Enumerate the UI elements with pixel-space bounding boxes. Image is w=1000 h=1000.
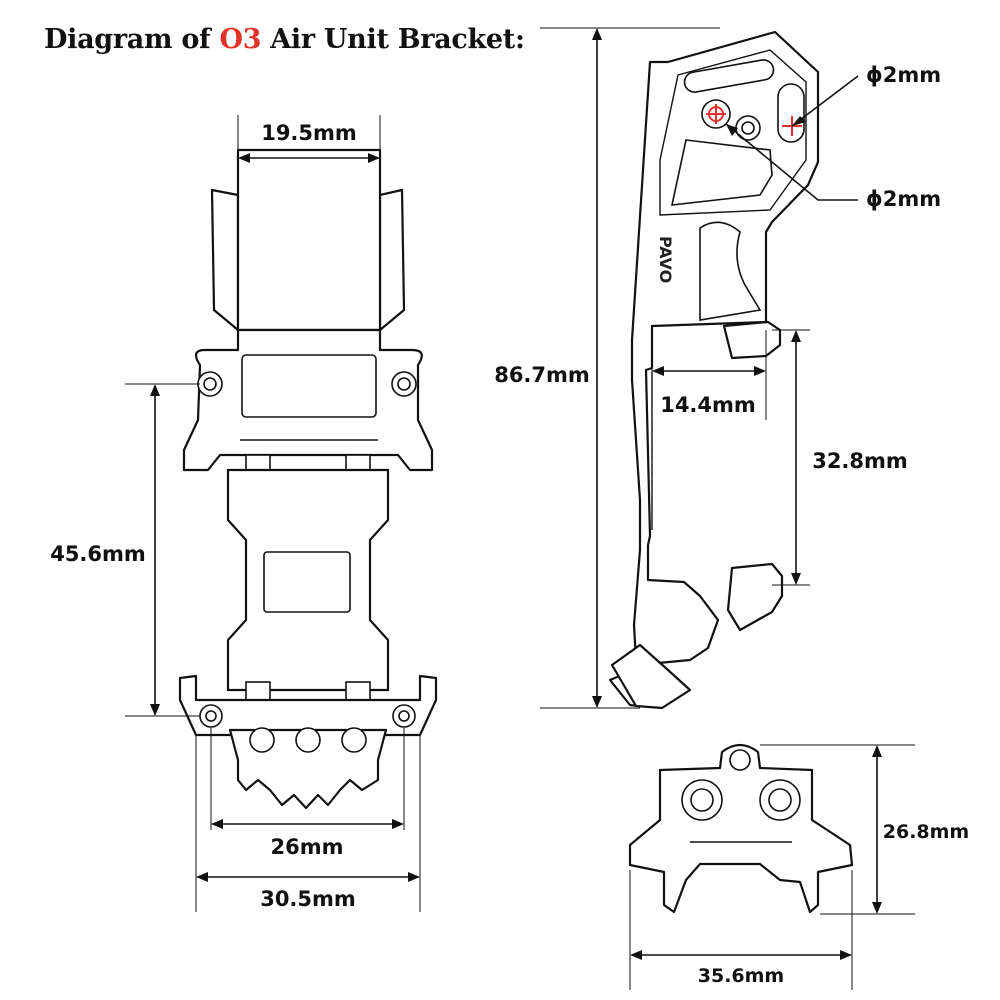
side-curved-cutout: [699, 221, 762, 321]
side-hole-right-slot: [777, 83, 805, 143]
side-hole-left-crosshair: [706, 104, 726, 124]
dim-bottom-height-label: 26.8mm: [883, 821, 969, 843]
side-upper-clip: [722, 320, 782, 360]
side-dimensions: 86.7mm ϕ2mm ϕ2mm 14.4mm 32.8mm: [492, 27, 941, 709]
dim-inner-arrow-right: [392, 819, 404, 829]
side-lower-clip: [726, 562, 784, 632]
title-prefix: Diagram of: [44, 24, 220, 55]
callout-hole-lower-leader: [725, 123, 858, 201]
front-cable-slot-2: [295, 727, 321, 753]
front-left-ear-hole-inner: [203, 377, 217, 391]
callout-hole-upper-arrow: [792, 116, 806, 126]
dim-total-label-bg: [492, 360, 592, 388]
front-lower-frame: [178, 674, 438, 737]
diagram-title: Diagram of O3 Air Unit Bracket:: [44, 24, 525, 55]
front-left-lower-hole-inner: [205, 710, 217, 722]
side-top-slot: [683, 59, 775, 93]
callout-hole-upper-leader: [791, 75, 859, 127]
front-upper-window: [241, 354, 377, 418]
front-cable-slot-1: [249, 727, 275, 753]
dim-outer-arrow-right: [408, 872, 420, 882]
callout-hole-lower-arrow: [726, 124, 738, 136]
side-upper-plate: [659, 49, 807, 216]
dim-outer-arrow-left: [196, 872, 208, 882]
front-left-wing: [210, 188, 240, 332]
dim-depth-label: 14.4mm: [660, 393, 756, 417]
dim-depth-arrow-right: [754, 366, 766, 376]
front-right-ear-hole-inner: [397, 377, 411, 391]
front-view: [178, 148, 438, 810]
front-right-lower-hole-inner: [398, 710, 410, 722]
dim-bottom-height-arrow-top: [872, 745, 882, 757]
front-dimensions: 19.5mm 45.6mm 26mm 30.5mm: [50, 115, 421, 912]
callout-hole-lower-label: ϕ2mm: [866, 187, 941, 211]
dim-mount-arrow-top: [150, 384, 160, 396]
dim-bottom-width-arrow-right: [840, 950, 852, 960]
front-cradle: [236, 148, 382, 332]
title-suffix: Air Unit Bracket:: [261, 24, 525, 55]
dim-mount-label-bg: [60, 538, 152, 568]
dim-top-width-label: 19.5mm: [261, 121, 357, 145]
bottom-view: [628, 743, 854, 914]
dim-total-height-label: 86.7mm: [494, 363, 590, 387]
dim-inner-width-label: 26mm: [271, 835, 344, 859]
bottom-center-loop: [729, 749, 751, 771]
dim-clip-spacing-label: 32.8mm: [812, 449, 908, 473]
bottom-dimensions: 26.8mm 35.6mm: [629, 744, 969, 990]
dim-outer-width-label: 30.5mm: [260, 887, 356, 911]
dim-bottom-height-arrow-bottom: [872, 902, 882, 914]
side-angled-foot: [610, 643, 692, 710]
dim-mount-spacing-label: 45.6mm: [50, 542, 146, 566]
dim-top-arrow-left: [238, 153, 250, 163]
callout-hole-upper-label: ϕ2mm: [866, 63, 941, 87]
front-cable-slot-3: [341, 727, 367, 753]
dim-total-arrow-bottom: [592, 696, 602, 708]
bottom-cable-loop-right-inner: [768, 788, 792, 812]
dim-depth-arrow-left: [652, 366, 664, 376]
dim-total-arrow-top: [592, 28, 602, 40]
bottom-bracket-body: [628, 743, 854, 914]
dim-clip-arrow-bottom: [791, 573, 801, 585]
side-part-stamp: PAVO: [656, 236, 675, 283]
dim-inner-arrow-left: [211, 819, 223, 829]
dim-clip-arrow-top: [791, 330, 801, 342]
title-highlight: O3: [219, 24, 262, 55]
bottom-cable-loop-left-inner: [690, 788, 714, 812]
side-hole-center: [741, 121, 755, 135]
side-bracket-body: [608, 30, 820, 708]
dim-bottom-width-arrow-left: [630, 950, 642, 960]
side-view: PAVO: [608, 30, 820, 710]
front-right-wing: [378, 188, 406, 332]
dim-mount-arrow-bottom: [150, 704, 160, 716]
dim-bottom-width-label: 35.6mm: [698, 965, 784, 987]
dim-top-arrow-right: [368, 153, 380, 163]
front-middle-window: [263, 551, 351, 613]
